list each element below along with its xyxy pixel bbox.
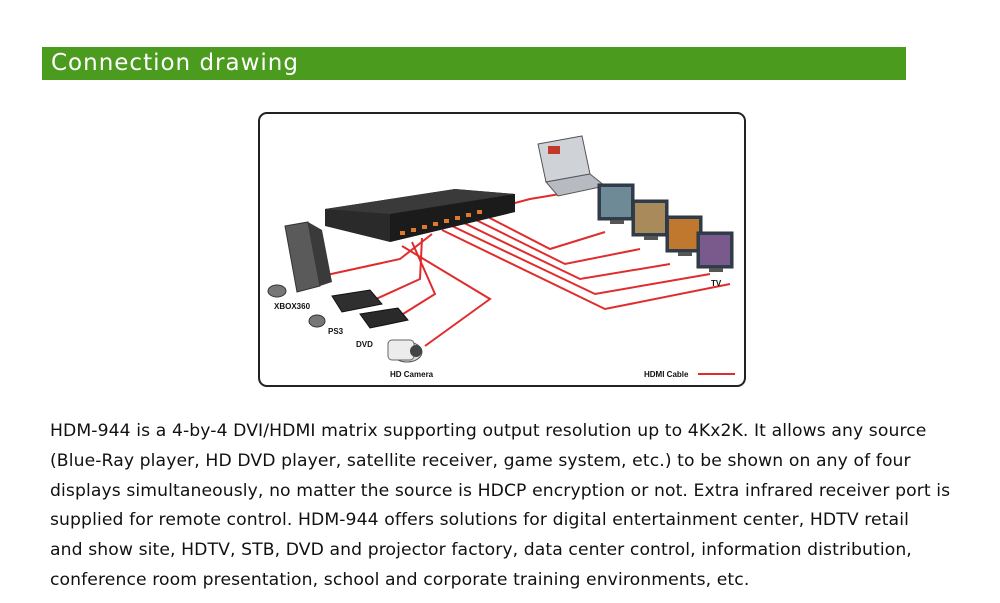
label-cable-legend: HDMI Cable [644,370,689,379]
description-line: supplied for remote control. HDM-944 off… [50,510,909,531]
xbox-icon [284,221,332,293]
description-line: and show site, HDTV, STB, DVD and projec… [50,540,912,561]
label-dvd: DVD [356,340,373,349]
description-line: displays simultaneously, no matter the s… [50,480,951,501]
connection-diagram: XBOX360 PS3 DVD HD Camera TV HDMI Cable [258,112,746,387]
cable-ps3 [364,237,423,305]
cable-output-5 [441,229,731,311]
label-tv: TV [711,279,722,288]
ps3-icon [331,289,383,313]
description-line: conference room presentation, school and… [50,569,750,590]
description-line: (Blue-Ray player, HD DVD player, satelli… [50,450,911,471]
input-cables [321,233,492,347]
tv-1 [597,183,635,224]
tv-4 [696,231,734,272]
tv-icons [597,183,734,272]
label-camera: HD Camera [390,370,434,379]
section-title: Connection drawing [51,50,299,76]
diagram-svg: XBOX360 PS3 DVD HD Camera TV HDMI Cable [267,135,735,379]
description-line: HDM-944 is a 4-by-4 DVI/HDMI matrix supp… [50,421,927,441]
cable-output-4 [451,225,711,296]
game-controller-icon [267,284,326,328]
matrix-switch [325,189,515,242]
cable-output-3 [461,221,671,281]
section-banner: Connection drawing [42,47,906,80]
cable-dvd [394,241,437,320]
label-ps3: PS3 [328,327,344,336]
label-xbox: XBOX360 [274,302,311,311]
tv-3 [665,215,703,256]
dvd-icon [359,307,409,329]
laptop-icon [537,135,607,197]
camera-icon [387,339,423,363]
product-description: HDM-944 is a 4-by-4 DVI/HDMI matrix supp… [50,417,960,596]
cable-output-2 [471,217,641,266]
cable-camera [401,245,492,347]
tv-2 [631,199,669,240]
cable-output-1 [481,213,606,251]
